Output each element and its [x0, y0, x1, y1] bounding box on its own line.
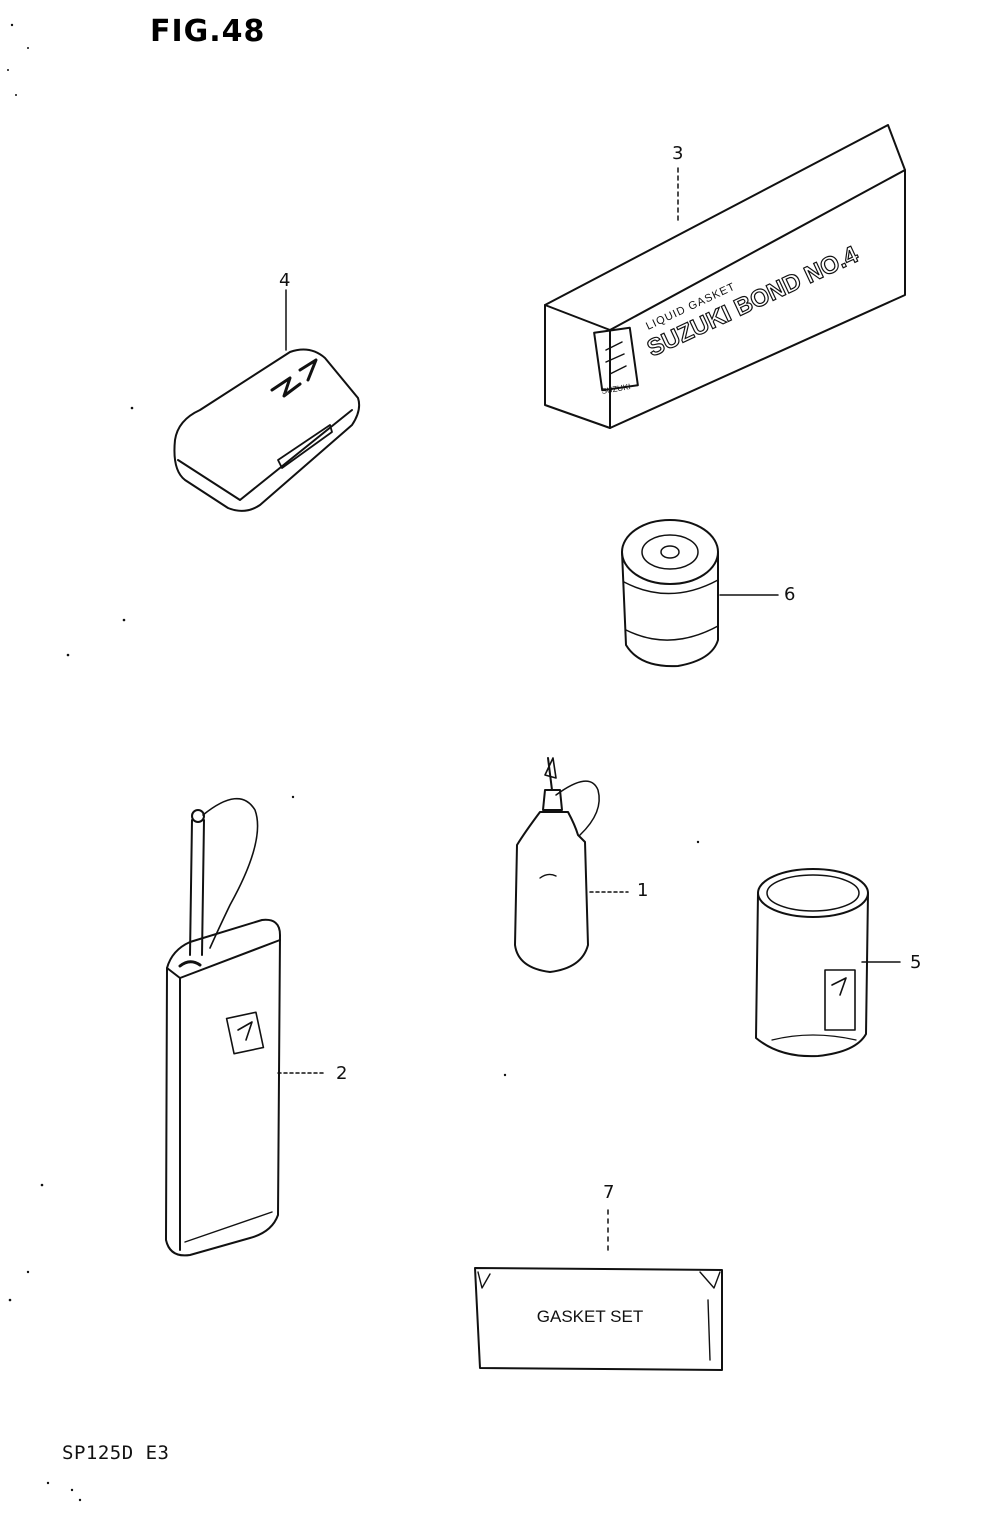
- callout-part-3: 3: [672, 143, 684, 164]
- oil-can-drawing: [165, 797, 326, 1257]
- bond-box-label: SUZUKI BOND NO.4: [643, 241, 863, 363]
- bond-box-drawing: [544, 124, 906, 429]
- callout-part-6: 6: [784, 584, 796, 605]
- callout-part-5: 5: [910, 952, 922, 973]
- gasket-envelope-drawing: [474, 1209, 723, 1371]
- paint-tin-drawing: [621, 519, 779, 668]
- callout-part-1: 1: [637, 880, 649, 901]
- oil-bottle-drawing: [514, 757, 629, 973]
- tool-case-drawing: [173, 289, 361, 512]
- bond-box-brand: SUZUKI: [601, 382, 631, 396]
- figure-title: FIG.48: [150, 14, 266, 49]
- callout-part-7: 7: [603, 1182, 615, 1203]
- scan-specks: [7, 23, 700, 1502]
- model-label: SP125D E3: [62, 1442, 170, 1464]
- grease-can-drawing: [755, 868, 901, 1058]
- callout-part-2: 2: [336, 1063, 348, 1084]
- envelope-label: GASKET SET: [537, 1307, 643, 1326]
- callout-part-4: 4: [279, 270, 291, 291]
